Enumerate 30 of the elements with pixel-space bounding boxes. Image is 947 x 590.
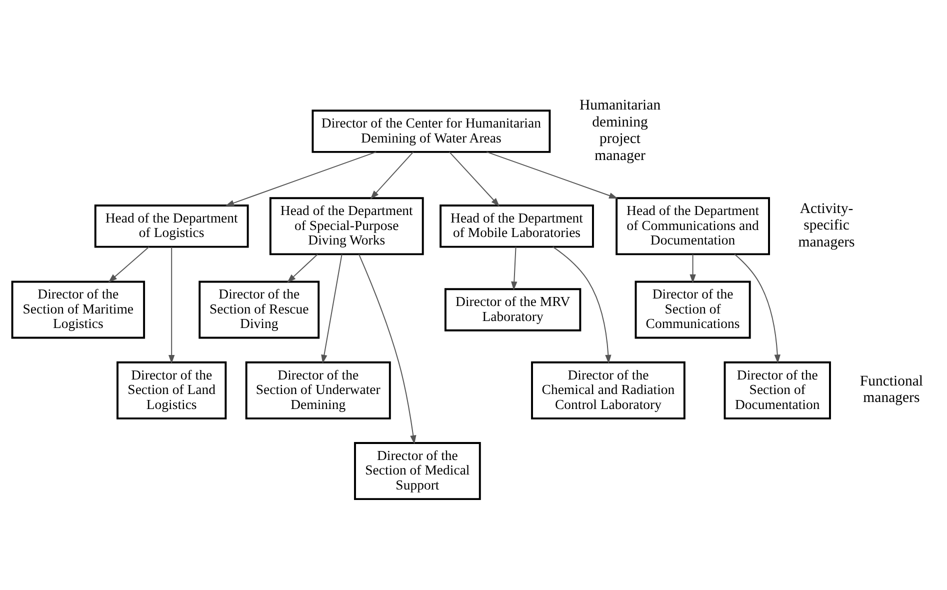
arrow [358,253,416,444]
node-box: Head of the Department of Special-Purpose Diving Works [269,196,424,255]
node-box: Director of the Center for Humanitarian Demining of Water Areas [312,109,551,152]
node-box: Director of the Chemical and Radiation Control Laboratory [531,360,686,419]
arrow [552,246,612,364]
node-box: Director of the Section of Maritime Logistics [11,280,146,338]
node-box: Director of the Section of Underwater Demining [245,360,391,419]
node-box: Director of the MRV Laboratory [444,288,582,331]
arrow [448,150,500,206]
arrow [370,150,414,199]
node-box: Director of the Section of Rescue Diving [198,280,320,338]
arrow [168,246,175,364]
arrow [287,253,318,282]
label: Functional managers [860,372,923,406]
arrow [511,246,518,290]
node-box: Head of the Department of Logistics [94,204,249,248]
node-box: Head of the Department of Mobile Laboratories [440,204,594,248]
node-box: Head of the Department of Communications and Documentation [616,196,770,255]
node-box: Director of the Section of Documentation [724,360,831,419]
arrow [321,253,342,364]
node-box: Director of the Section of Medical Support [354,442,481,500]
arrow [690,253,696,283]
label: Humanitarian demining project manager [579,97,661,164]
arrow [225,150,377,206]
node-box: Director of the Section of Land Logistics [116,360,227,419]
arrow [108,246,150,282]
label: Activity-specific managers [798,200,855,250]
arrow [734,253,780,363]
node-box: Director of the Section of Communications [634,280,751,338]
arrow [486,150,618,198]
